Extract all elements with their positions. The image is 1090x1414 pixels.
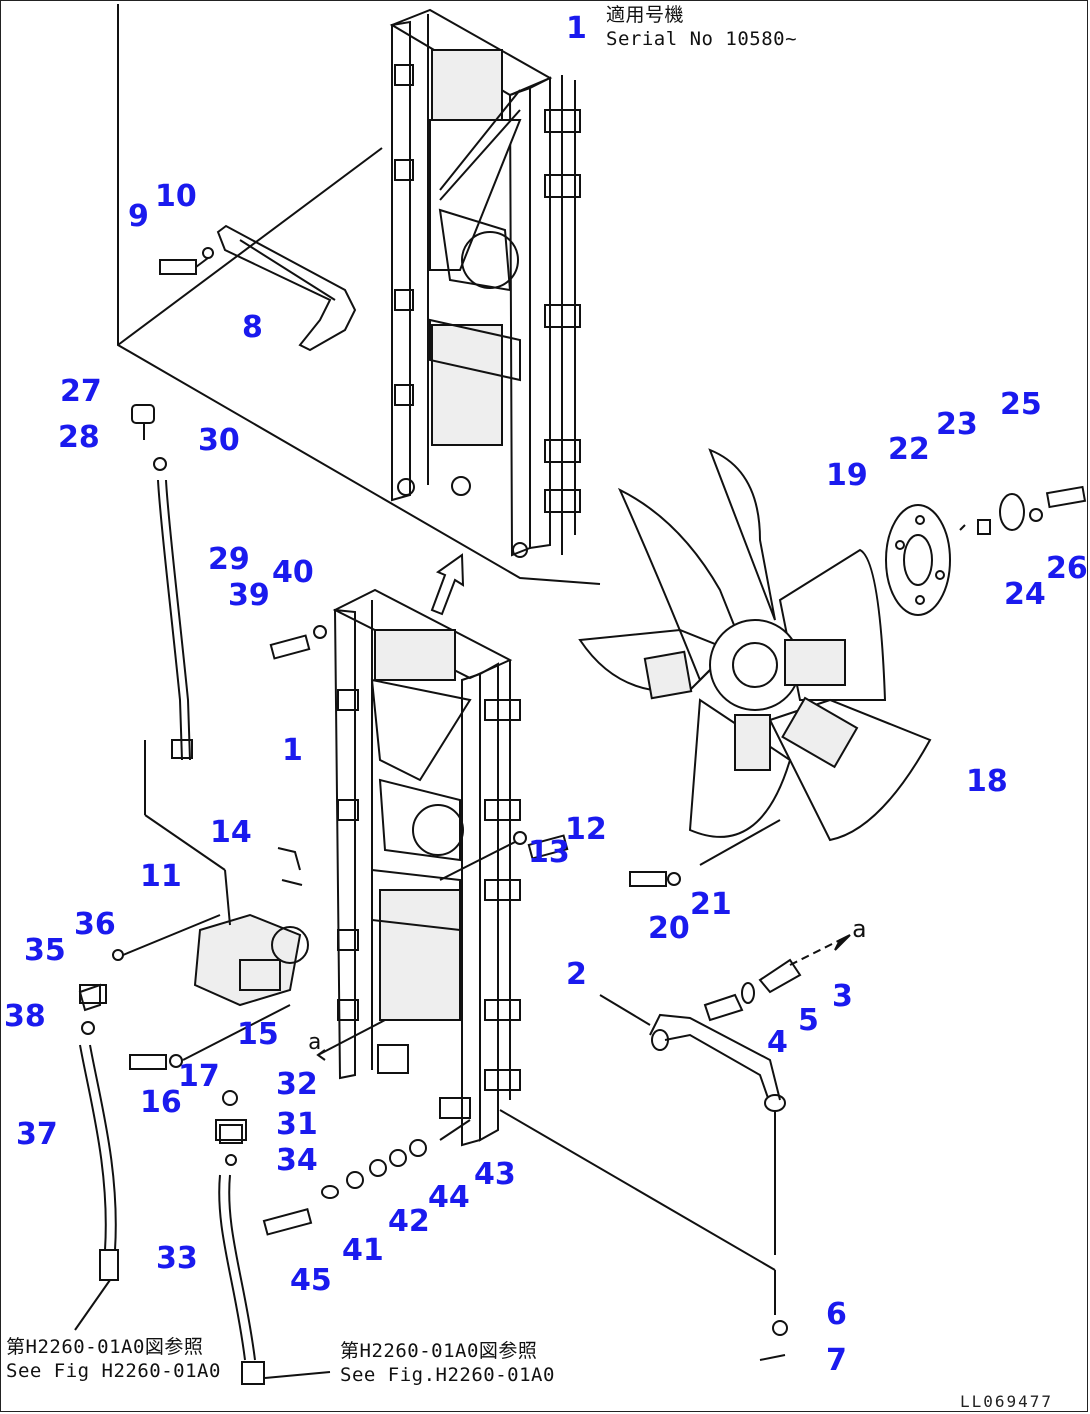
callout-8: 8 [242, 310, 263, 345]
serial-note-en: Serial No 10580~ [606, 28, 798, 50]
callout-23: 23 [936, 407, 978, 442]
callout-18: 18 [966, 764, 1008, 799]
ref-note-right-en: See Fig.H2260-01A0 [340, 1364, 555, 1386]
callout-1-top: 1 [566, 11, 587, 46]
callout-45: 45 [290, 1263, 332, 1298]
callout-20: 20 [648, 911, 690, 946]
hose-37 [74, 983, 119, 1331]
arrow-label-a-top: a [852, 915, 867, 943]
callout-9: 9 [128, 199, 149, 234]
callout-39: 39 [228, 578, 270, 613]
arrow-a-mid [317, 1019, 386, 1056]
connector-3 [703, 934, 851, 1022]
upper-radiator-assembly [389, 8, 581, 558]
ref-note-left-jp: 第H2260-01A0図参照 [6, 1336, 204, 1358]
callout-24: 24 [1004, 577, 1046, 612]
callout-31: 31 [276, 1107, 318, 1142]
callout-32: 32 [276, 1067, 318, 1102]
callout-37: 37 [16, 1117, 58, 1152]
hose-2 [599, 994, 788, 1361]
ref-note-right-jp: 第H2260-01A0図参照 [340, 1340, 538, 1362]
serial-note-jp: 適用号機 [606, 4, 685, 26]
callout-42: 42 [388, 1204, 430, 1239]
callout-29: 29 [208, 542, 250, 577]
callout-26: 26 [1046, 551, 1088, 586]
upper-variant-outline [117, 4, 601, 585]
callout-4: 4 [767, 1025, 788, 1060]
arrow-label-a-mid: a [308, 1030, 322, 1055]
callout-3: 3 [832, 979, 853, 1014]
callout-2: 2 [566, 957, 587, 992]
callout-43: 43 [474, 1157, 516, 1192]
callout-7: 7 [826, 1343, 847, 1378]
callout-17: 17 [178, 1059, 220, 1094]
callout-28: 28 [58, 420, 100, 455]
callout-30: 30 [198, 423, 240, 458]
callout-44: 44 [428, 1180, 470, 1215]
callout-5: 5 [798, 1003, 819, 1038]
callout-38: 38 [4, 999, 46, 1034]
callout-25: 25 [1000, 387, 1042, 422]
callout-34: 34 [276, 1143, 318, 1178]
fitting-35 [79, 914, 221, 1004]
callout-15: 15 [237, 1017, 279, 1052]
callout-22: 22 [888, 432, 930, 467]
ref-note-left-en: See Fig H2260-01A0 [6, 1360, 221, 1382]
hose-29 [131, 404, 193, 761]
callout-14: 14 [210, 815, 252, 850]
callout-40: 40 [272, 555, 314, 590]
bolt-set-41-45 [262, 1119, 471, 1236]
fan-18 [578, 448, 932, 887]
callout-13: 13 [528, 835, 570, 870]
callout-36: 36 [74, 907, 116, 942]
callout-19: 19 [826, 458, 868, 493]
callout-1-mid: 1 [282, 733, 303, 768]
callout-21: 21 [690, 887, 732, 922]
drawing-code: LL069477 [960, 1392, 1054, 1411]
callout-11: 11 [140, 859, 182, 894]
callout-12: 12 [565, 812, 607, 847]
valve-11 [129, 740, 309, 1070]
fitting-31 [215, 1090, 247, 1141]
callout-10: 10 [155, 179, 197, 214]
stay-8 [159, 224, 357, 352]
assembly-arrow [430, 553, 465, 616]
arrow-a-mid-head [316, 1049, 326, 1061]
spacer-19 [885, 485, 1087, 616]
callout-41: 41 [342, 1233, 384, 1268]
callout-35: 35 [24, 933, 66, 968]
callout-33: 33 [156, 1241, 198, 1276]
callout-16: 16 [140, 1085, 182, 1120]
callout-27: 27 [60, 374, 102, 409]
callout-6: 6 [826, 1297, 847, 1332]
bolt-12 [439, 831, 569, 881]
hose-33 [218, 1124, 331, 1385]
lower-radiator-assembly [332, 588, 776, 1315]
bolt-39 [269, 625, 327, 660]
